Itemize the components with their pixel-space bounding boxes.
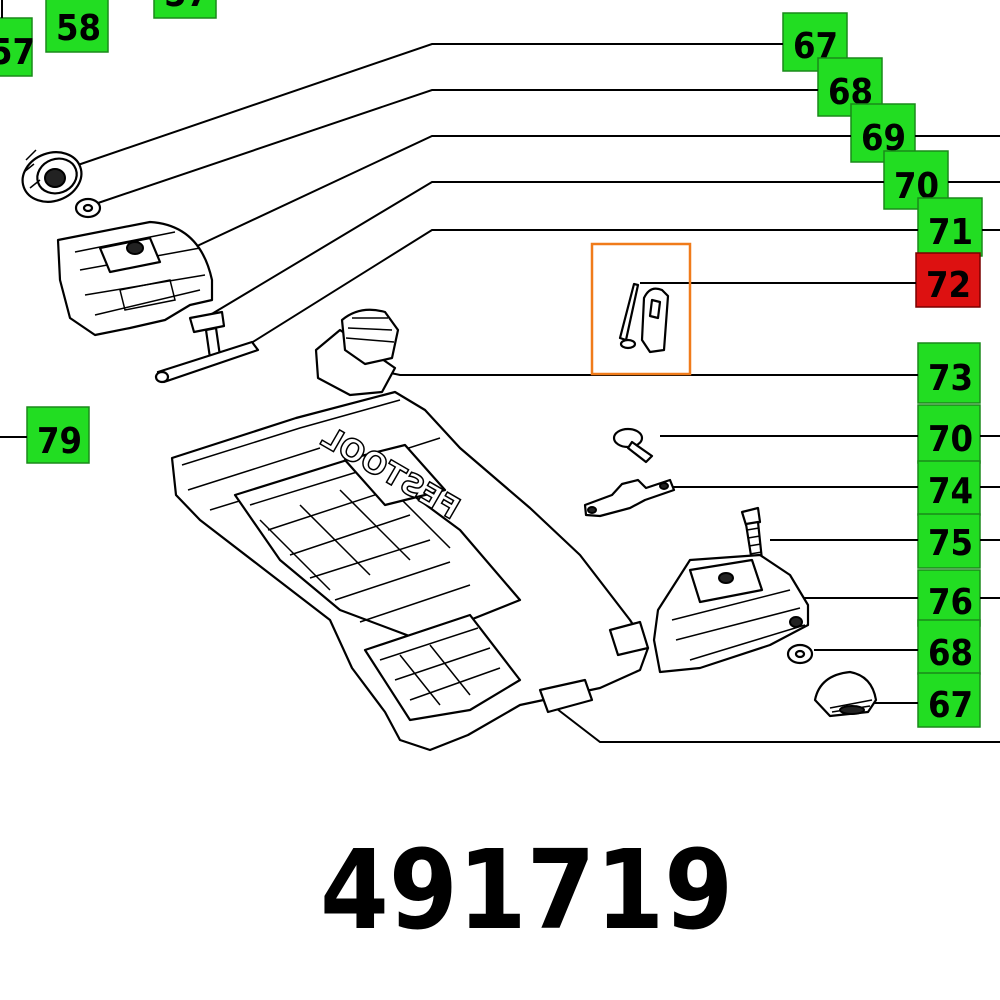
callout-74[interactable]: 74 [917, 460, 981, 516]
callout-57-left[interactable]: 57 [0, 17, 35, 77]
callout-73[interactable]: 73 [917, 342, 981, 404]
callout-75[interactable]: 75 [917, 513, 981, 569]
part-75-screw [740, 506, 764, 564]
part-69-end-cap-left [56, 220, 214, 337]
callout-72[interactable]: 72 [915, 252, 981, 308]
part-70-screw-mid [612, 427, 654, 464]
part-72-selection-frame[interactable] [590, 242, 692, 376]
part-72-clip [618, 282, 670, 354]
callout-76[interactable]: 76 [917, 569, 981, 627]
callout-57-top[interactable]: 57 [153, 0, 217, 19]
part-73-lever [314, 308, 400, 397]
part-68-washer-bottom [786, 643, 814, 665]
callout-71[interactable]: 71 [917, 197, 983, 257]
part-77-base-plate: FESTOOL [170, 390, 650, 752]
svg-text:57: 57 [0, 32, 35, 73]
part-74-bracket [583, 478, 676, 518]
callout-79[interactable]: 79 [26, 406, 90, 464]
part-67-knob-bottom [813, 670, 878, 718]
callout-68-bottom[interactable]: 68 [917, 619, 981, 675]
article-number: 491719 [320, 826, 733, 954]
svg-text:75: 75 [928, 523, 973, 564]
svg-text:79: 79 [37, 421, 82, 462]
svg-text:72: 72 [926, 265, 971, 306]
callout-70-mid[interactable]: 70 [917, 404, 981, 464]
part-68-washer-top [74, 197, 102, 219]
svg-text:68: 68 [928, 633, 973, 674]
svg-text:74: 74 [928, 471, 973, 512]
svg-text:67: 67 [928, 685, 973, 726]
part-71-link-bar [154, 340, 260, 384]
part-76-end-cap-right [652, 553, 810, 674]
part-67-knob-top [21, 149, 83, 203]
svg-text:71: 71 [928, 212, 973, 253]
leader-lines [71, 43, 1000, 743]
svg-text:58: 58 [56, 8, 101, 49]
callout-67-bottom[interactable]: 67 [917, 672, 981, 728]
part-70-screw-top [188, 310, 226, 360]
svg-text:57: 57 [164, 0, 209, 15]
callout-58[interactable]: 58 [45, 0, 109, 53]
svg-text:73: 73 [928, 358, 973, 399]
svg-text:76: 76 [928, 582, 973, 623]
svg-text:70: 70 [928, 419, 973, 460]
